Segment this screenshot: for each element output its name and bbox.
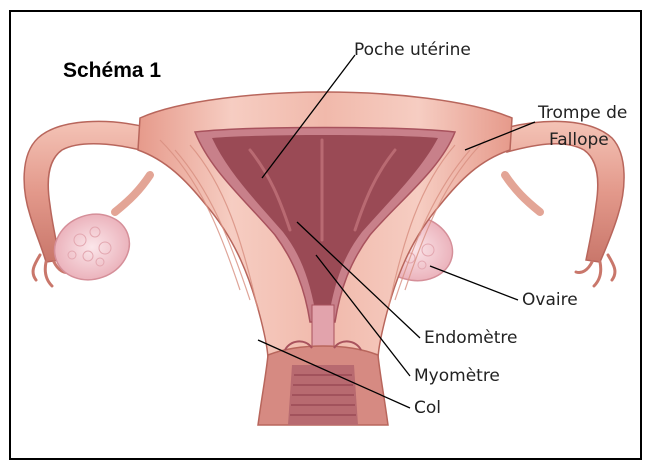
label-col: Col	[414, 398, 441, 418]
label-ovaire: Ovaire	[522, 290, 578, 310]
left-ovarian-ligament	[115, 175, 150, 212]
label-poche-uterine: Poche utérine	[354, 40, 471, 60]
leader-ovaire	[430, 266, 518, 300]
cervical-canal	[312, 305, 334, 350]
label-endometre: Endomètre	[424, 328, 517, 348]
label-trompe-line2: Fallope	[549, 130, 609, 150]
left-ovary	[45, 204, 138, 290]
label-myometre: Myomètre	[414, 366, 500, 386]
right-ovarian-ligament	[505, 175, 540, 212]
label-trompe-line1: Trompe de	[538, 103, 627, 123]
schema-title: Schéma 1	[63, 59, 161, 83]
